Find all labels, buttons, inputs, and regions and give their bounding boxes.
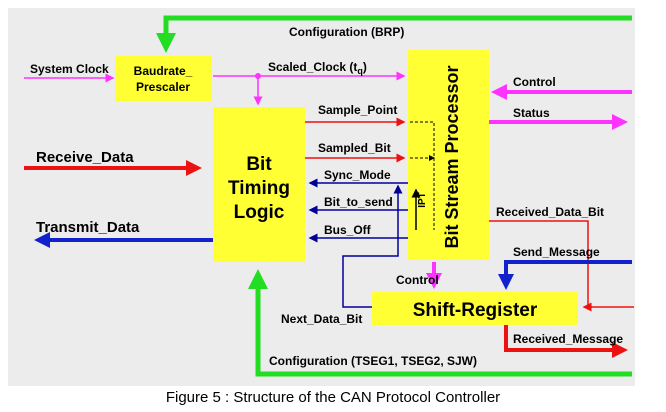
bit-stream-processor-block bbox=[408, 50, 489, 260]
transmit-data-label: Transmit_Data bbox=[36, 219, 140, 236]
received-message-line bbox=[504, 318, 628, 358]
configuration-brp-line bbox=[156, 15, 632, 53]
ipt-dashed-box bbox=[410, 121, 435, 230]
bit-stream-processor-label: Bit Stream Processor bbox=[442, 65, 462, 248]
next-data-bit-label: Next_Data_Bit bbox=[281, 312, 362, 326]
shift-register-label: Shift-Register bbox=[413, 300, 538, 321]
next-data-bit-line bbox=[342, 184, 403, 308]
baudrate-prescaler-label-1: Baudrate_ bbox=[134, 64, 193, 78]
sampled-bit-label: Sampled_Bit bbox=[318, 141, 391, 155]
configuration-tseg-label: Configuration (TSEG1, TSEG2, SJW) bbox=[269, 354, 477, 368]
send-message-label: Send_Message bbox=[513, 245, 600, 259]
scaled-clock-junction bbox=[255, 73, 261, 79]
baudrate-prescaler-label-2: Prescaler bbox=[136, 80, 190, 94]
bit-timing-logic-label-2: Timing bbox=[228, 178, 290, 199]
scaled-clock-label: Scaled_Clock (tq) bbox=[268, 60, 367, 76]
send-message-line bbox=[498, 260, 632, 290]
bus-off-label: Bus_Off bbox=[324, 223, 372, 237]
configuration-tseg-line bbox=[248, 269, 632, 377]
received-message-label: Received_Message bbox=[513, 332, 623, 346]
status-label: Status bbox=[513, 106, 550, 120]
sample-point-label: Sample_Point bbox=[318, 103, 397, 117]
ipt-label: IPT bbox=[417, 192, 428, 208]
receive-data-label: Receive_Data bbox=[36, 149, 134, 166]
figure-caption: Figure 5 : Structure of the CAN Protocol… bbox=[165, 389, 501, 406]
control-in-label: Control bbox=[513, 75, 556, 89]
system-clock-label: System Clock bbox=[30, 62, 109, 76]
bit-timing-logic-block bbox=[213, 107, 305, 262]
bit-to-send-label: Bit_to_send bbox=[324, 195, 393, 209]
shift-register-block bbox=[372, 292, 578, 325]
bit-timing-logic-label-3: Logic bbox=[234, 202, 285, 223]
configuration-brp-label: Configuration (BRP) bbox=[289, 25, 404, 39]
baudrate-prescaler-block bbox=[115, 56, 212, 101]
bit-timing-logic-label-1: Bit bbox=[246, 154, 272, 175]
received-data-bit-label: Received_Data_Bit bbox=[496, 205, 604, 219]
control-shift-label: Control bbox=[396, 273, 439, 287]
sync-mode-label: Sync_Mode bbox=[324, 168, 391, 182]
